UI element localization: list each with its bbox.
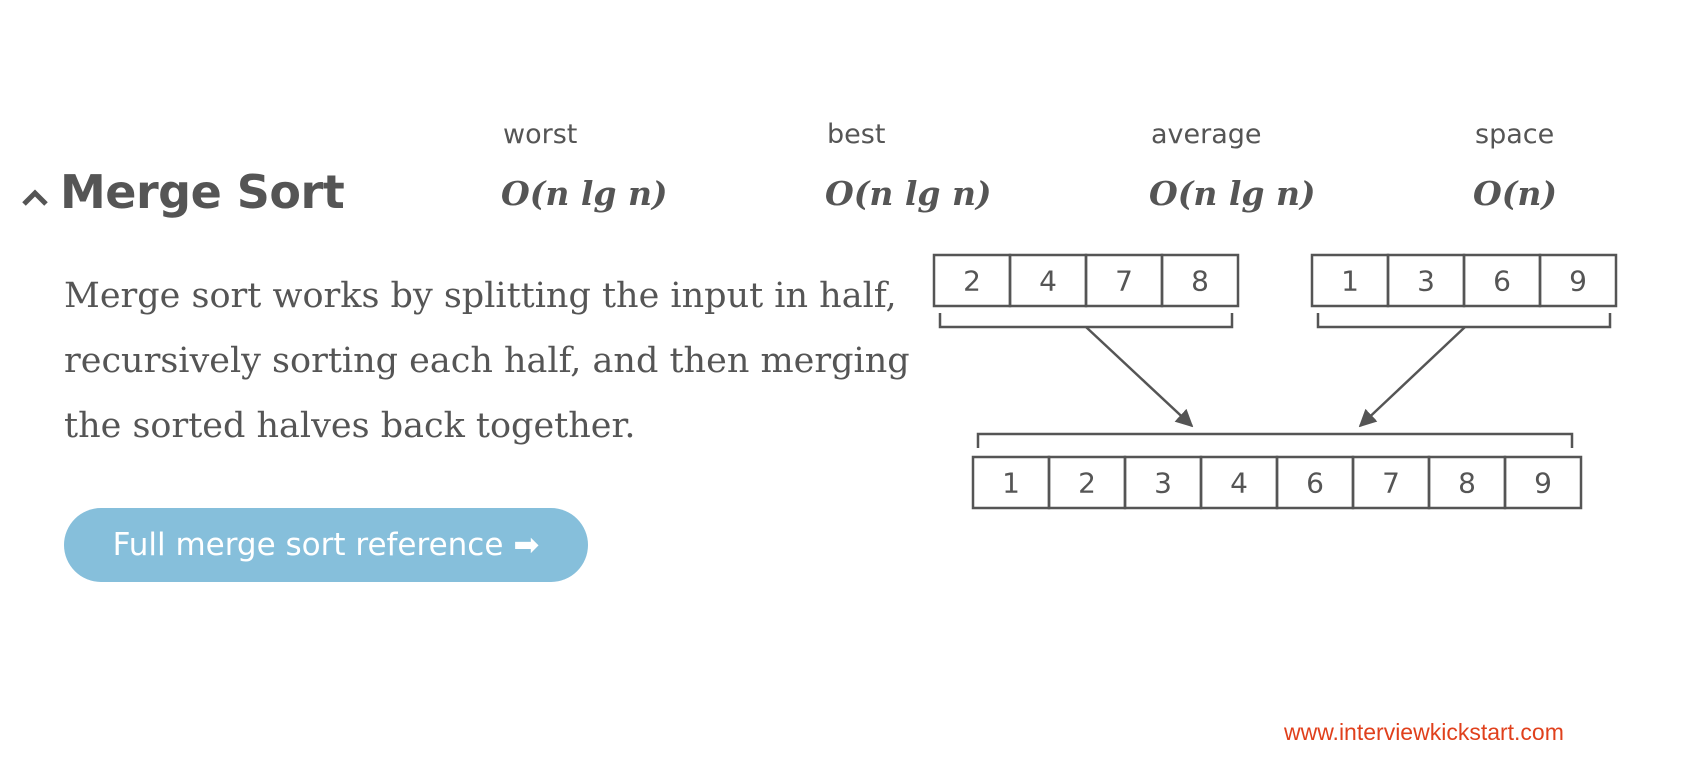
array-cell: 6 [1462, 253, 1542, 308]
footer-link[interactable]: www.interviewkickstart.com [1284, 719, 1564, 745]
merge-arrow-right [1358, 326, 1466, 428]
complexity-value: O(n lg n) [501, 174, 668, 213]
array-cell-value: 9 [1569, 265, 1587, 298]
array-cell: 4 [1199, 455, 1279, 510]
array-cell: 7 [1084, 253, 1164, 308]
complexity-value: O(n lg n) [825, 174, 992, 213]
array-cell: 6 [1275, 455, 1355, 510]
array-cell-value: 1 [1341, 265, 1359, 298]
array-cell-box [1538, 253, 1618, 308]
button-label: Full merge sort reference [112, 527, 504, 563]
array-cell: 3 [1386, 253, 1466, 308]
array-cell-box [1160, 253, 1240, 308]
array-cell: 1 [971, 455, 1051, 510]
array-cell-value: 7 [1115, 265, 1133, 298]
array-cell-value: 3 [1417, 265, 1435, 298]
array-cell: 2 [932, 253, 1012, 308]
merged-bracket [976, 432, 1574, 448]
complexity-value: O(n lg n) [1149, 174, 1316, 213]
full-reference-button[interactable]: Full merge sort reference ➡ [64, 508, 588, 582]
right-half-array: 1 3 6 9 [1310, 253, 1618, 308]
complexity-label: best [827, 119, 886, 150]
right-half-bracket [1316, 313, 1612, 329]
array-cell-value: 6 [1493, 265, 1511, 298]
array-cell: 8 [1160, 253, 1240, 308]
left-half-bracket [938, 313, 1234, 329]
array-cell: 1 [1310, 253, 1390, 308]
array-cell-value: 2 [963, 265, 981, 298]
complexity-label: worst [503, 119, 578, 150]
array-cell-box [1503, 455, 1583, 510]
complexity-label: average [1151, 119, 1262, 150]
array-cell-value: 8 [1458, 467, 1476, 500]
array-cell: 4 [1008, 253, 1088, 308]
complexity-value: O(n) [1473, 174, 1557, 213]
merged-array: 1 2 3 4 6 7 8 9 [971, 455, 1583, 510]
array-cell-value: 8 [1191, 265, 1209, 298]
arrow-right-icon: ➡ [513, 527, 540, 563]
left-half-array: 2 4 7 8 [932, 253, 1240, 308]
array-cell: 9 [1538, 253, 1618, 308]
complexity-label: space [1475, 119, 1555, 150]
array-cell: 7 [1351, 455, 1431, 510]
array-cell: 9 [1503, 455, 1583, 510]
merge-arrow-left [1085, 326, 1194, 428]
array-cell: 2 [1047, 455, 1127, 510]
description: Merge sort works by splitting the input … [64, 276, 910, 446]
page-title: Merge Sort [60, 165, 345, 219]
array-cell-value: 1 [1002, 467, 1020, 500]
array-cell: 3 [1123, 455, 1203, 510]
array-cell-value: 9 [1534, 467, 1552, 500]
array-cell-value: 2 [1078, 467, 1096, 500]
array-cell-value: 7 [1382, 467, 1400, 500]
array-cell-value: 4 [1039, 265, 1057, 298]
array-cell-value: 6 [1306, 467, 1324, 500]
array-cell-value: 3 [1154, 467, 1172, 500]
array-cell: 8 [1427, 455, 1507, 510]
chevron-up-icon[interactable] [20, 188, 50, 208]
array-cell-value: 4 [1230, 467, 1248, 500]
